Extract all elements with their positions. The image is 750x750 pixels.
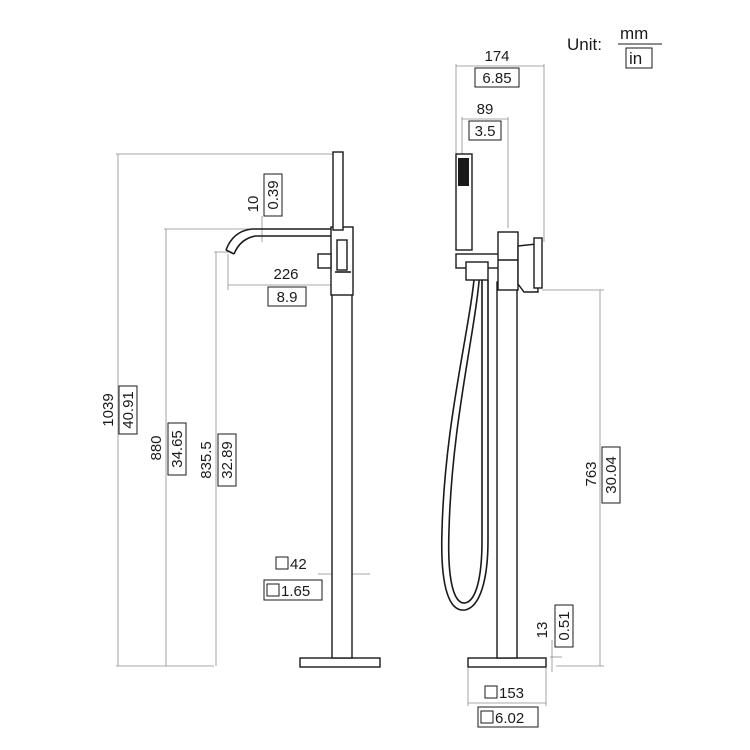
unit-in: in [629,49,642,68]
dim-total-height-in: 40.91 [120,391,137,429]
dim-base-plate-in: 6.02 [495,710,524,727]
mixer-handle [517,243,539,293]
spout-bottom [233,235,331,255]
unit-in-box [625,47,653,69]
dim-base-plate-in-box [477,706,539,728]
hose-connector [465,261,489,281]
dim-handle-height-in: 30.04 [603,456,620,494]
handle-lever [533,237,543,289]
dim-spout-drop-in: 0.39 [265,180,282,209]
dim-spout-drop-in-box [263,173,283,217]
column-side [496,281,518,659]
dim-spout-height-in: 34.65 [169,430,186,468]
square-symbol-icon [480,710,494,724]
column [331,291,353,659]
handle-knob [317,253,332,269]
dim-overall-depth-in-box [474,67,520,88]
front-view: 1039 40.91 880 34.65 835.5 32.89 10 0.39… [100,151,381,668]
dim-column-section-mm: 42 [290,556,307,573]
dim-base-thickness-mm: 13 [534,622,551,639]
handshower [332,151,344,231]
spout-top [225,228,331,251]
dim-overall-depth-in: 6.85 [482,70,511,87]
dim-handshower-offset-in-box [468,120,502,141]
dim-base-thickness-in-box [554,604,574,648]
dim-handle-height-mm: 763 [583,461,600,486]
dim-overall-depth-mm: 174 [484,48,509,65]
faucet-front [225,151,381,668]
dim-spout-drop-mm: 10 [245,196,262,213]
dim-handle-height-in-box [601,446,621,504]
side-view: 174 6.85 89 3.5 763 30.04 13 0.51 153 6.… [440,48,621,728]
mixer-body [497,231,519,291]
dim-base-thickness-in: 0.51 [556,611,573,640]
dim-base-plate-mm: 153 [499,685,524,702]
base-plate-side [467,657,547,668]
square-symbol-icon [266,583,280,597]
spout-tip [225,249,235,255]
square-symbol-icon [484,685,498,699]
shower-hose [440,269,489,611]
base-plate [299,657,381,668]
faucet-side [440,153,547,668]
unit-mm: mm [620,24,648,43]
dim-handshower-offset-in: 3.5 [475,123,496,140]
unit-label: Unit: mm in [567,24,662,69]
dim-total-height-in-box [118,385,138,435]
dim-spout-reach-mm: 226 [273,266,298,283]
dim-total-height-mm: 1039 [100,393,117,426]
dim-spout-height-mm: 880 [148,435,165,460]
dim-outlet-height-in-box [217,433,237,487]
dim-spout-reach-in-box [267,286,307,307]
unit-prefix: Unit: [567,35,602,54]
dim-spout-reach-in: 8.9 [277,289,298,306]
body-detail [336,239,348,271]
dim-spout-height-in-box [167,422,187,476]
dim-column-section-in-box [263,579,323,601]
dim-outlet-height-mm: 835.5 [198,441,215,479]
dim-handshower-offset-mm: 89 [477,101,494,118]
handshower-nozzle-grid [458,158,469,186]
dim-outlet-height-in: 32.89 [219,441,236,479]
dim-column-section-in: 1.65 [281,583,310,600]
square-symbol-icon [275,556,289,570]
shower-hose-inner [447,269,483,604]
